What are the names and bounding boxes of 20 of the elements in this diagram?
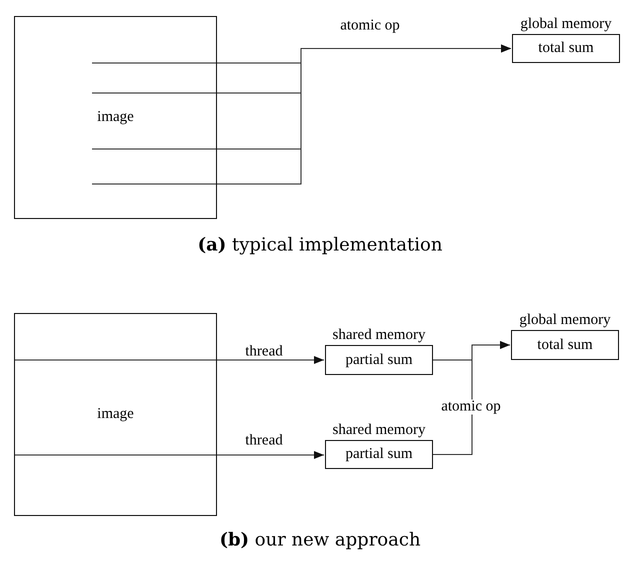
box-text: total sum (538, 41, 594, 56)
box-text: partial sum (345, 447, 413, 462)
process-box (14, 313, 217, 516)
connector-arrow (92, 44, 512, 184)
subfigure-caption: (a) typical implementation (198, 234, 442, 258)
box-text: image (97, 110, 134, 125)
memory-label: shared memory (332, 423, 426, 438)
connector-arrow (432, 341, 510, 455)
edge-label: atomic op (440, 400, 502, 414)
memory-label: shared memory (332, 328, 426, 343)
box-text: total sum (537, 338, 593, 352)
edge-label: atomic op (339, 18, 401, 34)
connector-arrow (14, 356, 324, 364)
connector-arrow (14, 451, 324, 459)
subfigure-caption: (b) our new approach (219, 528, 421, 552)
memory-label: global memory (520, 17, 612, 32)
process-box (14, 16, 217, 219)
box-text: partial sum (345, 352, 413, 368)
memory-label: global memory (519, 313, 611, 328)
box-text: image (97, 407, 134, 422)
